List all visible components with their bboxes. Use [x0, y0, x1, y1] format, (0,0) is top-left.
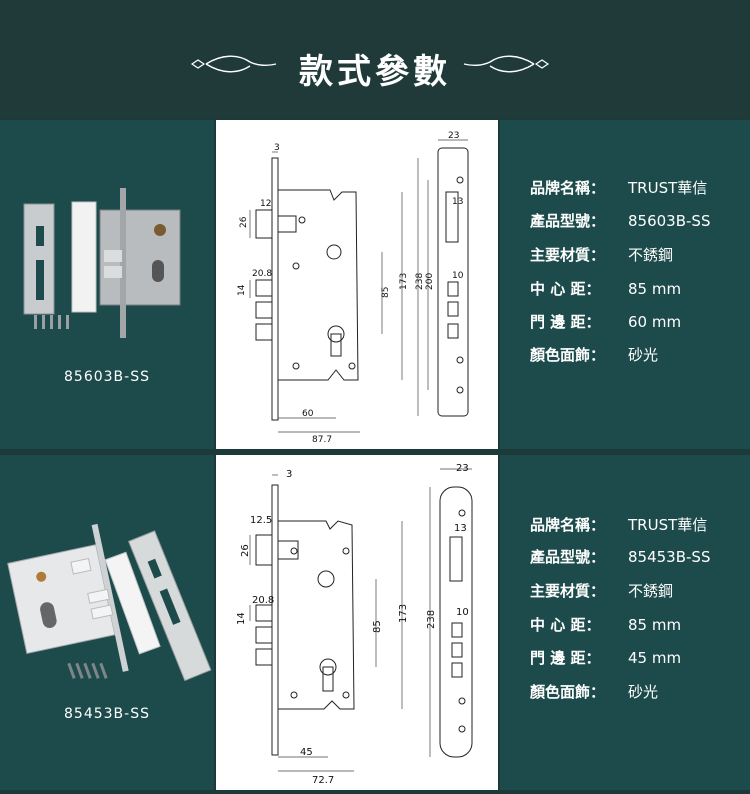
technical-drawing-panel-1: 3 23 12 13 26 20.8 14 10 85 173 238 200 … [216, 120, 498, 449]
dim-label: 238 [415, 273, 425, 290]
dim-label: 26 [240, 544, 251, 557]
dim-label: 13 [454, 523, 467, 534]
spec-row-material: 主要材質： 不銹鋼 [530, 580, 673, 602]
dim-label: 3 [286, 469, 292, 480]
product-model-label: 85603B-SS [64, 369, 150, 385]
spec-key: 產品型號： [530, 548, 606, 566]
spec-row-material: 主要材質： 不銹鋼 [530, 244, 673, 266]
dim-label: 85 [372, 620, 383, 633]
spec-row-brand: 品牌名稱： TRUST華信 [530, 514, 707, 536]
dim-label: 173 [399, 273, 409, 290]
spec-value: 不銹鋼 [628, 582, 674, 600]
spec-value: 砂光 [628, 683, 659, 701]
dim-label: 85 [381, 287, 391, 298]
dim-label: 238 [426, 610, 437, 629]
left-ornament-icon [190, 55, 277, 73]
spec-key: 中 心 距： [530, 280, 601, 298]
spec-panel-1: 品牌名稱： TRUST華信 產品型號： 85603B-SS 主要材質： 不銹鋼 中 心… [500, 120, 750, 449]
spec-value: 85453B-SS [628, 548, 711, 566]
spec-value: 85 mm [628, 280, 682, 298]
spec-row-backset: 門 邊 距： 60 mm [530, 311, 681, 333]
product-model-label: 85453B-SS [64, 706, 150, 722]
page-title: 款式參數 [299, 52, 451, 92]
spec-row-finish: 顏色面飾： 砂光 [530, 681, 658, 703]
spec-value: 60 mm [628, 313, 682, 331]
dim-label: 12 [260, 199, 271, 209]
spec-key: 主要材質： [530, 582, 606, 600]
right-ornament-icon [463, 55, 550, 73]
dim-label: 45 [300, 747, 313, 758]
dim-label: 173 [398, 604, 409, 623]
spec-value: TRUST華信 [628, 516, 708, 534]
spec-key: 產品型號： [530, 212, 606, 230]
spec-row-center-distance: 中 心 距： 85 mm [530, 278, 681, 300]
spec-key: 顏色面飾： [530, 683, 606, 701]
spec-value: TRUST華信 [628, 179, 708, 197]
spec-key: 顏色面飾： [530, 346, 606, 364]
spec-panel-2: 品牌名稱： TRUST華信 產品型號： 85453B-SS 主要材質： 不銹鋼 中 心… [500, 455, 750, 790]
technical-drawing-panel-2: 3 23 12.5 13 26 20.8 14 10 85 173 238 45… [216, 455, 498, 790]
spec-value: 85 mm [628, 616, 682, 634]
spec-key: 門 邊 距： [530, 649, 601, 667]
spec-key: 品牌名稱： [530, 516, 606, 534]
product-photo-panel-2: 85453B-SS [0, 455, 214, 790]
spec-row-finish: 顏色面飾： 砂光 [530, 344, 658, 366]
dim-label: 60 [302, 409, 314, 419]
spec-value: 不銹鋼 [628, 246, 674, 264]
dim-label: 10 [456, 607, 469, 618]
spec-list-2: 品牌名稱： TRUST華信 產品型號： 85453B-SS 主要材質： 不銹鋼 中 心… [500, 455, 750, 790]
dim-label: 12.5 [250, 515, 272, 526]
dim-label: 10 [452, 271, 464, 281]
spec-value: 45 mm [628, 649, 682, 667]
spec-key: 主要材質： [530, 246, 606, 264]
product-photo-panel-1: 85603B-SS [0, 120, 214, 449]
dim-label: 14 [236, 612, 247, 625]
spec-value: 85603B-SS [628, 212, 711, 230]
dim-label: 26 [239, 216, 249, 228]
spec-row-model: 產品型號： 85453B-SS [530, 546, 710, 568]
spec-row-backset: 門 邊 距： 45 mm [530, 647, 681, 669]
spec-row-brand: 品牌名稱： TRUST華信 [530, 177, 707, 199]
lock-photo-2 [7, 523, 212, 682]
dim-label: 87.7 [312, 435, 332, 445]
dim-label: 20.8 [252, 269, 272, 279]
spec-value: 砂光 [628, 346, 659, 364]
dim-label: 72.7 [312, 775, 334, 786]
technical-drawing-1: 3 23 12 13 26 20.8 14 10 85 173 238 200 … [237, 131, 469, 445]
spec-key: 品牌名稱： [530, 179, 606, 197]
dim-label: 13 [452, 197, 463, 207]
spec-key: 門 邊 距： [530, 313, 601, 331]
spec-row-center-distance: 中 心 距： 85 mm [530, 614, 681, 636]
dim-label: 3 [274, 143, 280, 153]
dim-label: 200 [425, 273, 435, 290]
spec-list-1: 品牌名稱： TRUST華信 產品型號： 85603B-SS 主要材質： 不銹鋼 中 心… [500, 120, 750, 449]
dim-label: 23 [448, 131, 459, 141]
dim-label: 14 [237, 284, 247, 296]
dim-label: 23 [456, 463, 469, 474]
page-header: 款式參數 [0, 0, 750, 118]
dim-label: 20.8 [252, 595, 274, 606]
spec-row-model: 產品型號： 85603B-SS [530, 210, 710, 232]
lock-photo-1 [23, 188, 181, 338]
technical-drawing-2: 3 23 12.5 13 26 20.8 14 10 85 173 238 45… [236, 463, 473, 786]
spec-key: 中 心 距： [530, 616, 601, 634]
